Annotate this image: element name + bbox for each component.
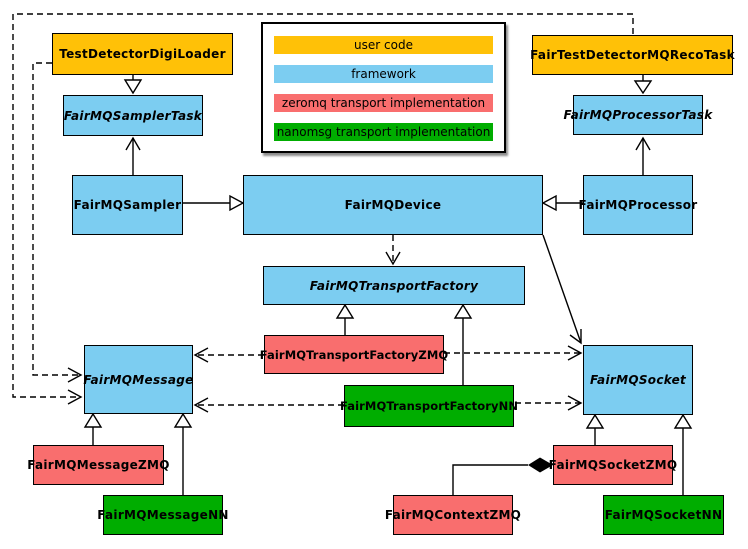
- node-label: FairMQMessageZMQ: [27, 458, 170, 472]
- assoc-device-to-socket: [542, 234, 582, 344]
- association-lines: [132, 138, 644, 344]
- node-fairmq-device: FairMQDevice: [243, 175, 543, 235]
- triangle-up-icon: [453, 303, 473, 319]
- arrowhead-right-icon: [67, 389, 83, 405]
- node-fairmq-transport-factory-nn: FairMQTransportFactoryNN: [340, 385, 518, 427]
- legend-item-framework: framework: [274, 65, 493, 83]
- node-label: FairTestDetectorMQRecoTask: [530, 48, 735, 62]
- triangle-up-icon: [83, 412, 103, 428]
- node-label: FairMQMessage: [83, 372, 194, 387]
- node-fairmq-sampler-task: FairMQSamplerTask: [63, 95, 203, 136]
- node-label: FairMQDevice: [344, 198, 442, 212]
- node-fairmq-transport-factory: FairMQTransportFactory: [263, 266, 525, 305]
- composition-link: [452, 457, 553, 495]
- node-fairmq-processor-task: FairMQProcessorTask: [563, 95, 712, 135]
- triangle-right-icon: [229, 194, 245, 212]
- triangle-down-icon: [123, 79, 143, 95]
- node-label: FairMQSocketZMQ: [548, 458, 678, 472]
- arrowhead-diag-icon: [569, 329, 582, 345]
- node-test-detector-digi-loader: TestDetectorDigiLoader: [52, 33, 233, 75]
- arrowhead-up-icon: [125, 136, 141, 151]
- arrowhead-up-icon: [635, 136, 651, 151]
- arrowhead-left-icon: [193, 347, 209, 363]
- legend-box: user code framework zeromq transport imp…: [261, 22, 506, 153]
- arrowhead-right-icon: [67, 367, 83, 383]
- node-fairmq-message-zmq: FairMQMessageZMQ: [27, 445, 170, 485]
- inheritance-lines: [92, 75, 684, 495]
- dependency-dashed-lines: [12, 13, 634, 406]
- node-fairmq-message: FairMQMessage: [83, 345, 194, 414]
- arrowhead-right-icon: [567, 395, 583, 411]
- legend-label: framework: [351, 67, 416, 81]
- node-fairmq-sampler: FairMQSampler: [72, 175, 183, 235]
- legend-label: nanomsg transport implementation: [276, 125, 491, 139]
- legend-item-user-code: user code: [274, 36, 493, 54]
- triangle-up-icon: [335, 303, 355, 319]
- arrowhead-down-icon: [385, 251, 401, 266]
- triangle-left-icon: [541, 194, 557, 212]
- node-fairmq-message-nn: FairMQMessageNN: [97, 495, 228, 535]
- node-label: FairMQContextZMQ: [384, 508, 522, 522]
- node-fairmq-socket: FairMQSocket: [583, 345, 693, 415]
- node-fairmq-socket-zmq: FairMQSocketZMQ: [549, 445, 677, 485]
- triangle-up-icon: [673, 413, 693, 429]
- node-label: FairMQTransportFactory: [309, 278, 479, 293]
- node-label: FairMQProcessor: [578, 198, 698, 212]
- node-label: FairMQSocketNN: [604, 508, 723, 522]
- composition-diamond-icon: [528, 457, 553, 473]
- legend-label: user code: [354, 38, 413, 52]
- node-label: FairMQMessageNN: [97, 508, 229, 522]
- arrowhead-right-icon: [567, 345, 583, 361]
- node-label: FairMQProcessorTask: [563, 108, 713, 122]
- node-fair-test-detector-mq-reco-task: FairTestDetectorMQRecoTask: [530, 35, 735, 75]
- dep-recotask-to-message: [12, 13, 634, 398]
- legend-item-zeromq: zeromq transport implementation: [274, 94, 493, 112]
- node-label: TestDetectorDigiLoader: [59, 47, 226, 61]
- legend-label: zeromq transport implementation: [281, 96, 486, 110]
- node-fairmq-transport-factory-zmq: FairMQTransportFactoryZMQ: [260, 335, 448, 374]
- legend-item-nanomsg: nanomsg transport implementation: [274, 123, 493, 141]
- node-label: FairMQSamplerTask: [63, 108, 203, 123]
- dep-digiloader-to-message: [32, 62, 80, 376]
- triangle-up-icon: [585, 413, 605, 429]
- triangle-up-icon: [173, 412, 193, 428]
- node-fairmq-socket-nn: FairMQSocketNN: [603, 495, 724, 535]
- node-fairmq-context-zmq: FairMQContextZMQ: [385, 495, 521, 535]
- triangle-down-icon: [633, 80, 653, 95]
- open-arrow-heads: [67, 136, 651, 413]
- node-fairmq-processor: FairMQProcessor: [579, 175, 697, 235]
- node-label: FairMQSampler: [73, 198, 182, 212]
- node-label: FairMQSocket: [589, 373, 687, 387]
- node-label: FairMQTransportFactoryZMQ: [259, 347, 449, 362]
- node-label: FairMQTransportFactoryNN: [339, 399, 519, 413]
- inheritance-triangle-heads: [83, 79, 693, 429]
- arrowhead-left-icon: [193, 397, 209, 413]
